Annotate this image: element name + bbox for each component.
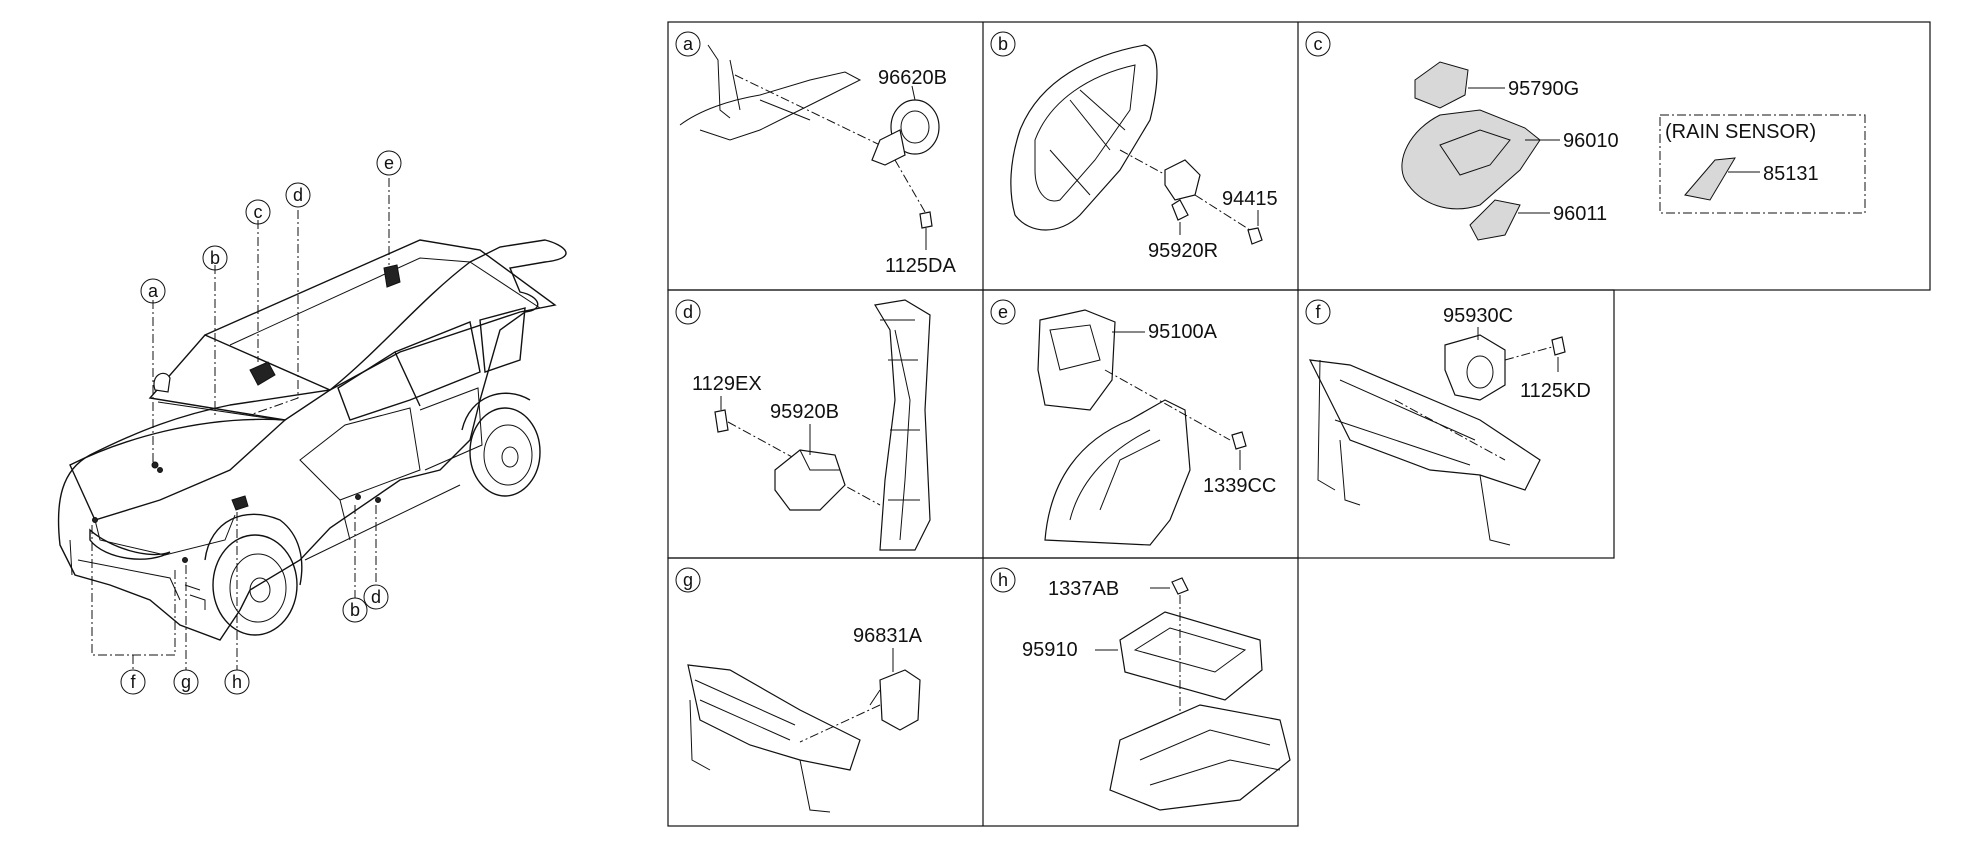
callout-label: d (371, 587, 381, 607)
vehicle-overview: a b c d e b d f (57, 150, 567, 695)
callout-label: e (384, 153, 394, 173)
panel-a: a 96620B 1125DA (675, 31, 956, 277)
callout-g: g (173, 669, 199, 695)
panel-c: c 95790G 96010 96011 (RAIN SENSOR) 85131 (1305, 31, 1866, 241)
part-number-1125KD: 1125KD (1520, 380, 1591, 402)
panel-b: b 94415 95920R (990, 31, 1278, 262)
part-number-1339CC: 1339CC (1203, 475, 1276, 497)
part-number-95920R: 95920R (1148, 240, 1218, 262)
panel-grid (667, 21, 1931, 827)
panel-letter: a (683, 34, 694, 54)
callout-label: c (254, 202, 263, 222)
callout-d-lower: d (363, 584, 389, 610)
callout-c: c (245, 199, 271, 225)
part-number-1337AB: 1337AB (1048, 578, 1119, 600)
panel-letter: h (998, 570, 1008, 590)
part-number-95790G: 95790G (1508, 78, 1579, 100)
part-number-95910: 95910 (1022, 639, 1078, 661)
panel-letter: e (998, 302, 1008, 322)
callout-f: f (120, 669, 146, 695)
panel-f: f 95930C 1125KD (1305, 299, 1591, 546)
callout-label: f (130, 672, 136, 692)
part-number-85131: 85131 (1763, 163, 1819, 185)
rain-sensor-label: (RAIN SENSOR) (1665, 121, 1816, 143)
panel-h: h 1337AB 95910 (990, 567, 1291, 811)
part-number-96010: 96010 (1563, 130, 1619, 152)
callout-label: b (210, 248, 220, 268)
panel-letter: g (683, 570, 693, 590)
part-number-1125DA: 1125DA (885, 255, 956, 277)
callout-label: d (293, 185, 303, 205)
callout-b-lower: b (342, 597, 368, 623)
part-number-95920B: 95920B (770, 401, 839, 423)
panel-letter: d (683, 302, 693, 322)
callout-label: h (232, 672, 242, 692)
callout-h: h (224, 669, 250, 695)
part-number-95100A: 95100A (1148, 321, 1218, 343)
callout-label: g (181, 672, 191, 692)
callout-a: a (140, 278, 166, 304)
callout-b: b (202, 245, 228, 271)
callout-label: b (350, 600, 360, 620)
part-number-96011: 96011 (1553, 203, 1607, 225)
panel-letter: c (1314, 34, 1323, 54)
panel-d: d 1129EX 95920B (675, 299, 931, 551)
part-number-96831A: 96831A (853, 625, 923, 647)
callout-label: a (148, 281, 159, 301)
panel-g: g 96831A (675, 567, 923, 813)
part-number-1129EX: 1129EX (692, 373, 762, 395)
part-number-96620B: 96620B (878, 67, 947, 89)
callout-e: e (376, 150, 402, 176)
part-number-95930C: 95930C (1443, 305, 1513, 327)
panel-e: e 95100A 1339CC (990, 299, 1276, 546)
panel-letter: b (998, 34, 1008, 54)
panel-letter: f (1315, 302, 1321, 322)
part-number-94415: 94415 (1222, 188, 1278, 210)
callout-d: d (285, 182, 311, 208)
